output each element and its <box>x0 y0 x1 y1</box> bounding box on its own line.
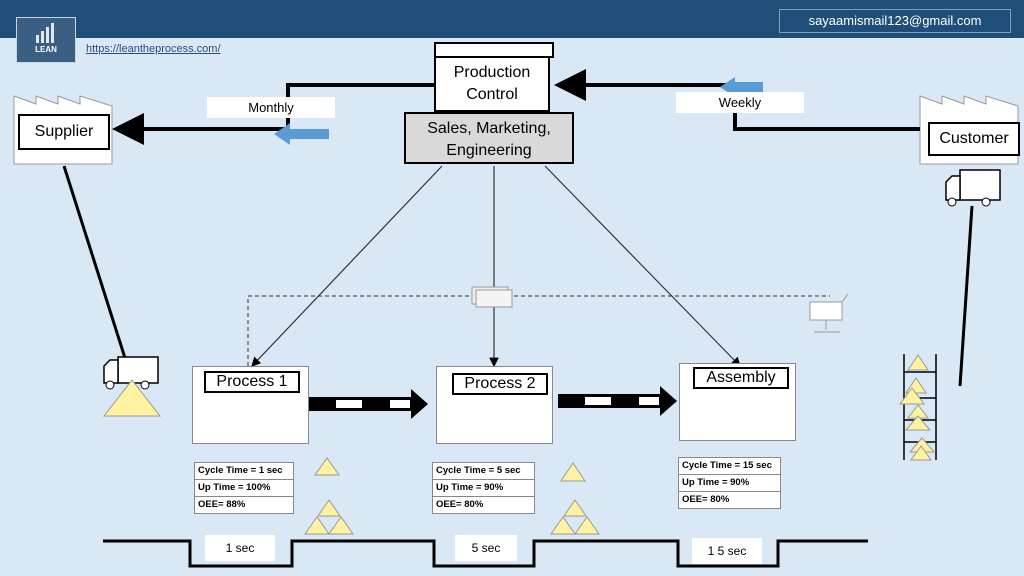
assembly-title: Assembly <box>693 367 789 389</box>
sales-marketing-box: Sales, Marketing, Engineering <box>404 112 574 164</box>
supplier-truck-icon <box>103 356 159 390</box>
supplier-shipment-line <box>62 165 134 381</box>
process1-oee: OEE= 88% <box>198 499 246 510</box>
terminal-icon <box>809 293 849 333</box>
customer-label: Customer <box>928 122 1020 156</box>
process2-oee: OEE= 80% <box>436 499 484 510</box>
process2-data-box: Cycle Time = 5 sec Up Time = 90% OEE= 80… <box>432 462 535 514</box>
wip-stack-1-icon <box>304 499 354 535</box>
timeline-label-3: 1 5 sec <box>692 538 762 564</box>
customer-truck-icon <box>945 169 1001 207</box>
production-control-label: Production Control <box>453 64 531 103</box>
email-label: sayaamismail123@gmail.com <box>779 9 1011 33</box>
kanban-post-icon <box>471 286 513 308</box>
go-see-dashed-line <box>247 295 830 366</box>
wip-stack-2-icon <box>550 499 600 535</box>
process2-title: Process 2 <box>452 373 548 395</box>
process2-cycle-time: Cycle Time = 5 sec <box>433 463 534 480</box>
timeline-label-1: 1 sec <box>205 535 275 561</box>
supplier-label: Supplier <box>18 114 110 150</box>
process1-cycle-time: Cycle Time = 1 sec <box>195 463 293 480</box>
assembly-oee: OEE= 80% <box>682 494 730 505</box>
lean-logo: LEAN <box>16 17 76 63</box>
wip-inventory-2-icon <box>560 462 586 482</box>
weekly-label: Weekly <box>676 92 804 113</box>
timeline-label-2: 5 sec <box>455 535 517 561</box>
sales-marketing-label: Sales, Marketing, Engineering <box>427 120 551 159</box>
assembly-up-time: Up Time = 90% <box>679 475 780 492</box>
customer-shipment-line <box>958 205 974 387</box>
monthly-label: Monthly <box>207 97 335 118</box>
monthly-info-arrow <box>274 123 329 145</box>
supermarket-icon <box>899 354 937 461</box>
process1-up-time: Up Time = 100% <box>195 480 293 497</box>
process1-title: Process 1 <box>204 371 300 393</box>
website-link[interactable]: https://leantheprocess.com/ <box>86 43 221 55</box>
wip-inventory-1-icon <box>314 457 340 476</box>
assembly-cycle-time: Cycle Time = 15 sec <box>679 458 780 475</box>
process2-up-time: Up Time = 90% <box>433 480 534 497</box>
timeline-line <box>103 539 868 568</box>
supplier-inventory-icon <box>102 379 162 417</box>
production-control-box: Production Control <box>434 56 550 112</box>
push-arrow-2 <box>558 386 677 416</box>
header-bar <box>0 0 1024 38</box>
process1-data-box: Cycle Time = 1 sec Up Time = 100% OEE= 8… <box>194 462 294 514</box>
control-to-assembly-line <box>544 165 741 367</box>
push-arrow-1 <box>309 389 428 419</box>
assembly-data-box: Cycle Time = 15 sec Up Time = 90% OEE= 8… <box>678 457 781 509</box>
control-to-process1-line <box>251 165 443 367</box>
logo-text: LEAN <box>35 45 57 54</box>
